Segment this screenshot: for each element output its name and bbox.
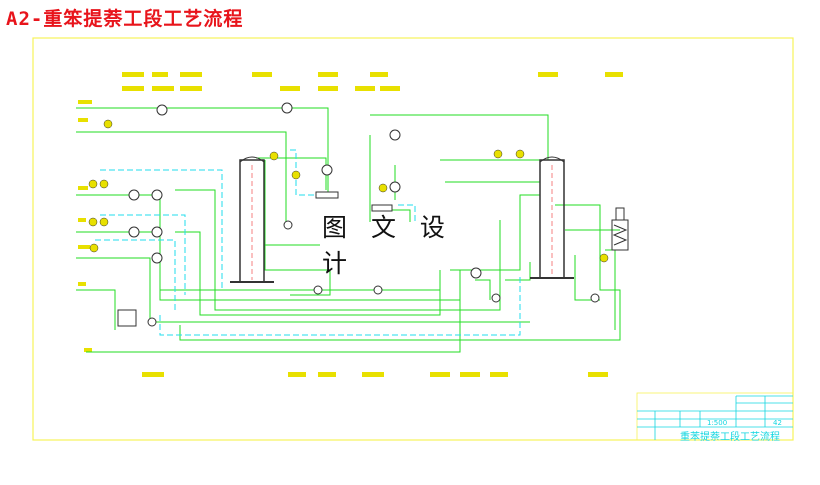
gauges xyxy=(88,119,609,263)
title-block-drawing-name: 重苯提萘工段工艺流程 xyxy=(680,432,780,443)
pumps xyxy=(147,285,600,327)
distillation-column-2 xyxy=(530,156,574,279)
distillation-column-1 xyxy=(230,156,274,283)
title-block xyxy=(636,392,794,441)
reboiler-vessel xyxy=(611,207,629,251)
watermark: 图 文 设 计 xyxy=(322,213,482,278)
title-block-sheet-no: 42 xyxy=(773,419,782,427)
equipment-labels xyxy=(78,72,623,377)
drawing-title: A2-重笨提萘工段工艺流程 xyxy=(6,8,244,30)
heat-exchangers xyxy=(117,102,482,327)
title-block-scale: 1:500 xyxy=(707,419,728,427)
drawing-frame xyxy=(32,37,794,441)
